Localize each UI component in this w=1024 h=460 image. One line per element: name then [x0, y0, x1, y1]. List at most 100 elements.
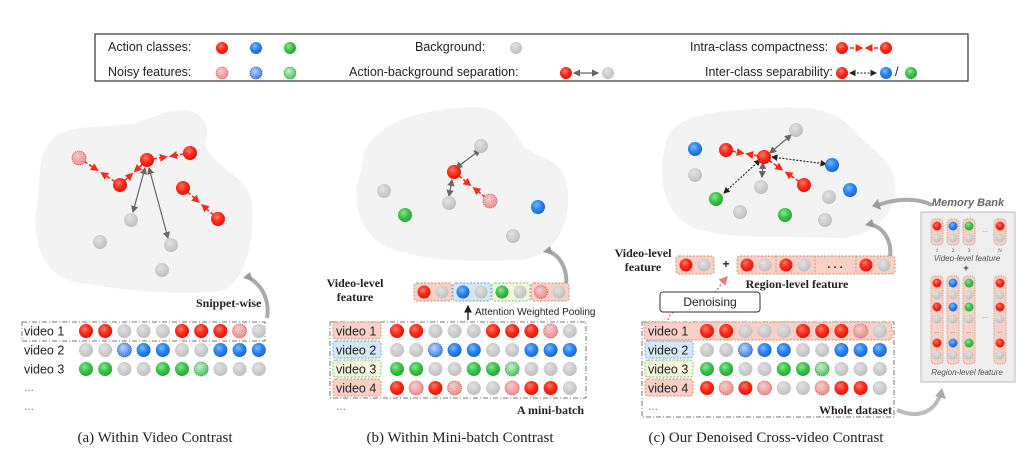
snippet-wise-label: Snippet-wise [196, 296, 262, 310]
blue-action-dot [688, 142, 702, 156]
red-action-dot [836, 67, 848, 79]
background-dot [738, 362, 753, 376]
blue-action-dot [948, 221, 958, 231]
background-dot [124, 213, 138, 227]
background-dot [155, 263, 169, 277]
background-dot [543, 362, 558, 376]
red-action-dot [176, 181, 190, 195]
background-dot [995, 290, 1005, 300]
noisy-red-dot [215, 66, 229, 80]
red-action-dot [524, 324, 539, 338]
background-dot [505, 343, 520, 357]
blue-action-dot [872, 343, 887, 357]
video-label: video 1 [24, 325, 64, 339]
ab-separation-arrow [446, 178, 455, 198]
background-dot [486, 381, 500, 395]
background-dot [719, 343, 734, 357]
background-dot [948, 233, 958, 243]
background-dot [377, 184, 391, 198]
background-dot [510, 42, 522, 54]
memory-index: 1 [936, 248, 939, 254]
video-label-badge [332, 378, 382, 397]
background-dot [390, 343, 404, 357]
panel-c: Video-level feature . . . + Region-level… [615, 107, 946, 446]
red-action-dot [796, 324, 810, 338]
background-dot [466, 381, 481, 395]
legend-frame [94, 33, 969, 82]
noisy-red-dot [447, 380, 463, 396]
blue-action-dot [853, 343, 868, 357]
noisy-red-dot [504, 380, 520, 396]
background-dot [232, 362, 247, 376]
noisy-red-dot [534, 285, 548, 299]
noisy-blue-dot [249, 66, 263, 80]
legend-background-label: Background: [415, 40, 485, 54]
mini-batch-frame [329, 321, 587, 399]
red-action-dot [834, 381, 849, 395]
noisy-red-dot [757, 380, 772, 396]
panel-b-ellipsis: ... [336, 399, 346, 413]
video-label: video 1 [336, 325, 376, 339]
memory-plus: + [963, 263, 968, 273]
red-action-dot [757, 150, 771, 164]
background-dot [932, 314, 942, 324]
green-action-dot [778, 208, 792, 222]
background-dot [733, 205, 747, 219]
background-dot [175, 343, 189, 357]
video-row: video 3 [644, 359, 887, 378]
plus-sign: + [722, 257, 729, 271]
video-label: video 2 [24, 344, 64, 358]
video-level-feature-segment [491, 282, 531, 302]
video-label: video 2 [336, 344, 376, 358]
legend-slash: / [895, 65, 899, 79]
memory-region-feature-label: Region-level feature [931, 368, 1003, 377]
blue-action-dot [543, 343, 558, 357]
video-label: video 2 [648, 344, 688, 358]
red-action-dot [194, 324, 209, 338]
red-action-dot [447, 165, 461, 179]
mini-batch-label: A mini-batch [517, 403, 584, 417]
video-label: video 3 [24, 363, 64, 377]
memory-index: 3 [968, 248, 971, 254]
noisy-green-dot [504, 361, 520, 377]
video-row: video 2 [644, 340, 887, 359]
video-label: video 3 [648, 363, 688, 377]
blue-action-dot [948, 278, 958, 288]
background-dot [964, 233, 974, 243]
blue-action-dot [251, 343, 266, 357]
red-action-dot [700, 381, 714, 395]
background-dot [506, 229, 520, 243]
noisy-red-dot [814, 380, 830, 396]
background-dot [562, 362, 577, 376]
red-action-dot [797, 178, 811, 192]
dataset-to-memory-arrow [896, 394, 942, 416]
green-action-dot [495, 285, 509, 299]
red-action-dot [216, 42, 228, 54]
panel-b-video-feature-label-1: Video-level [327, 276, 385, 290]
green-action-dot [776, 362, 791, 376]
background-dot [948, 350, 958, 360]
noisy-blue-dot [427, 342, 443, 358]
background-dot [428, 362, 443, 376]
noisy-green-dot [193, 361, 209, 377]
region-to-space-arrow [869, 222, 893, 259]
noisy-green-dot [283, 66, 297, 80]
red-action-dot [679, 258, 693, 272]
memory-dots: ... [950, 329, 955, 335]
red-action-dot [740, 258, 754, 272]
background-dot [995, 314, 1005, 324]
ab-separation-arrow [769, 134, 792, 154]
noisy-red-dot [853, 323, 868, 339]
red-action-dot [113, 178, 127, 192]
background-dot [435, 285, 449, 299]
video-label-badge [332, 359, 382, 378]
memory-dots: ... [982, 227, 988, 234]
red-action-dot [390, 324, 404, 338]
background-dot [932, 290, 942, 300]
background-dot [486, 343, 500, 357]
video-label-badge [644, 359, 694, 378]
background-dot [513, 285, 527, 299]
video-row: video 3 [24, 361, 266, 377]
